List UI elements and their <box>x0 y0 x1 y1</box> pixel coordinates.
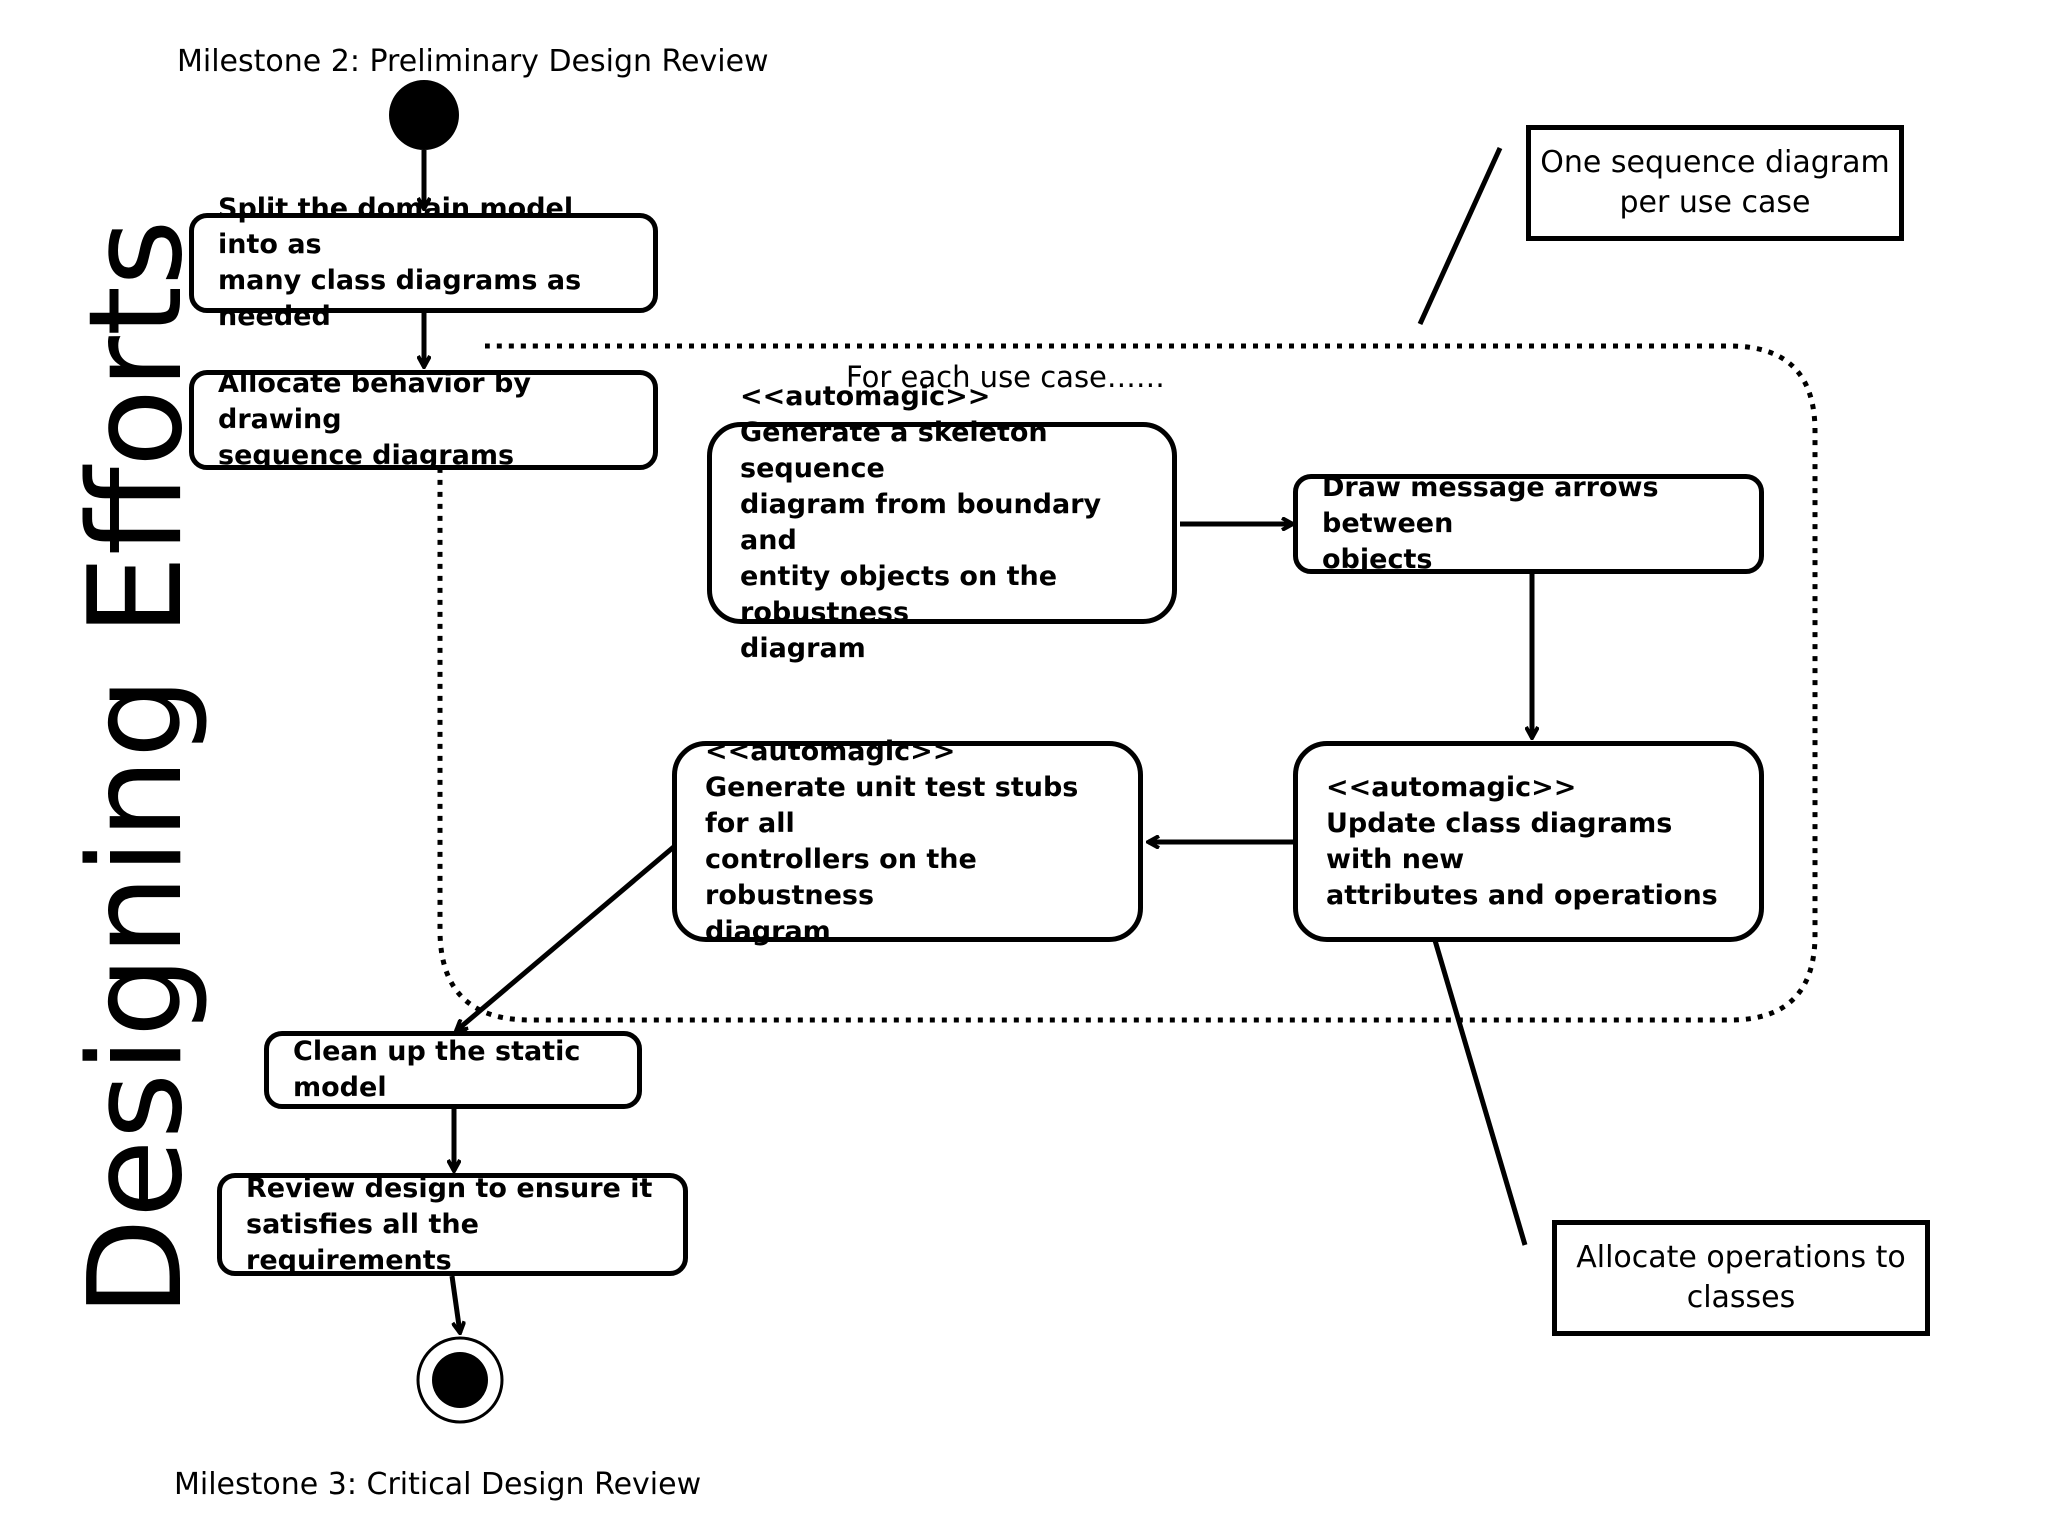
activity-allocate-behavior: Allocate behavior by drawing sequence di… <box>189 368 658 471</box>
activity-generate-skeleton: <<automagic>> Generate a skeleton sequen… <box>707 381 1177 664</box>
note-allocate-operations: Allocate operations to classes <box>1552 1220 1930 1336</box>
final-node-core <box>432 1352 488 1408</box>
loop-label: For each use case…… <box>846 360 1165 394</box>
activity-generate-skeleton-text: <<automagic>> Generate a skeleton sequen… <box>740 381 1102 664</box>
side-title: Designing Efforts <box>62 219 211 1317</box>
activity-review-design-text: Review design to ensure it satisfies all… <box>246 1172 653 1276</box>
activity-update-class-diagrams-text: <<automagic>> Update class diagrams with… <box>1326 771 1718 911</box>
activity-draw-message-arrows-text: Draw message arrows between objects <box>1322 472 1659 575</box>
activity-draw-message-arrows: Draw message arrows between objects <box>1293 472 1764 575</box>
note-anchor-sequence <box>1417 146 1503 326</box>
activity-allocate-behavior-text: Allocate behavior by drawing sequence di… <box>218 368 531 471</box>
activity-generate-test-stubs-text: <<automagic>> Generate unit test stubs f… <box>705 735 1079 947</box>
milestone-start: Milestone 2: Preliminary Design Review <box>177 44 769 79</box>
flow-review-to-end <box>449 1275 460 1333</box>
flow-tests-to-cleanup <box>456 843 678 1031</box>
activity-clean-up-static-model: Clean up the static model <box>264 1031 642 1109</box>
activity-split-domain-model-text: Split the domain model into as many clas… <box>218 193 582 332</box>
activity-update-class-diagrams: <<automagic>> Update class diagrams with… <box>1293 741 1764 942</box>
note-sequence-per-use-case: One sequence diagram per use case <box>1526 125 1904 241</box>
note-anchor-operations <box>1431 936 1528 1246</box>
activity-clean-up-static-model-text: Clean up the static model <box>293 1036 581 1103</box>
activity-generate-test-stubs: <<automagic>> Generate unit test stubs f… <box>672 736 1143 947</box>
activity-split-domain-model: Split the domain model into as many clas… <box>189 193 658 332</box>
activity-review-design: Review design to ensure it satisfies all… <box>217 1173 688 1276</box>
milestone-end: Milestone 3: Critical Design Review <box>174 1467 702 1502</box>
initial-node <box>389 80 459 150</box>
